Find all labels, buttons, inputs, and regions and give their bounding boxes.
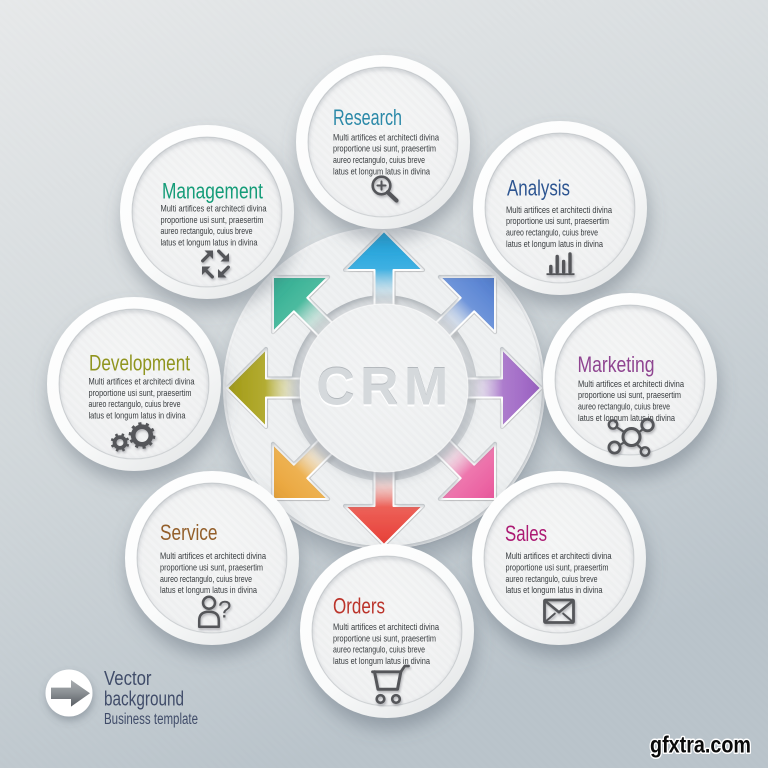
- svg-text:Orders: Orders: [333, 594, 385, 619]
- svg-text:proportione usi sunt, praesert: proportione usi sunt, praesertim: [333, 633, 436, 644]
- svg-text:CRM: CRM: [316, 360, 453, 419]
- svg-text:Service: Service: [160, 520, 218, 545]
- svg-text:latus et longum latus in divin: latus et longum latus in divina: [160, 585, 258, 596]
- svg-text:proportione usi sunt, praesert: proportione usi sunt, praesertim: [333, 144, 436, 155]
- svg-text:latus et longum latus in divin: latus et longum latus in divina: [161, 238, 259, 249]
- svg-text:gfxtra.com: gfxtra.com: [650, 732, 751, 758]
- svg-text:Marketing: Marketing: [578, 352, 655, 377]
- svg-text:aureo rectangulo, cuius breve: aureo rectangulo, cuius breve: [160, 574, 252, 585]
- svg-text:Development: Development: [89, 351, 191, 376]
- svg-text:CRM: CRM: [316, 358, 453, 417]
- svg-text:proportione usi sunt, praesert: proportione usi sunt, praesertim: [578, 390, 681, 401]
- svg-text:proportione usi sunt, praesert: proportione usi sunt, praesertim: [506, 563, 609, 574]
- svg-text:Multi artifices et architecti: Multi artifices et architecti divina: [333, 622, 440, 633]
- svg-text:aureo rectangulo, cuius breve: aureo rectangulo, cuius breve: [333, 155, 425, 166]
- svg-text:proportione usi sunt, praesert: proportione usi sunt, praesertim: [161, 215, 264, 226]
- svg-text:aureo rectangulo, cuius breve: aureo rectangulo, cuius breve: [333, 645, 425, 656]
- svg-text:Multi artifices et architecti: Multi artifices et architecti divina: [506, 205, 613, 216]
- svg-text:Multi artifices et architecti: Multi artifices et architecti divina: [160, 551, 267, 562]
- svg-text:CRM: CRM: [316, 357, 453, 416]
- svg-text:background: background: [104, 689, 184, 711]
- svg-text:aureo rectangulo, cuius breve: aureo rectangulo, cuius breve: [161, 226, 253, 237]
- svg-text:Vector: Vector: [104, 668, 152, 690]
- svg-text:Management: Management: [162, 179, 264, 204]
- svg-text:latus et longum latus in divin: latus et longum latus in divina: [506, 239, 604, 250]
- svg-text:latus et longum latus in divin: latus et longum latus in divina: [333, 656, 431, 667]
- svg-text:latus et longum latus in divin: latus et longum latus in divina: [578, 413, 676, 424]
- svg-text:Multi artifices et architecti: Multi artifices et architecti divina: [89, 377, 196, 388]
- svg-text:proportione usi sunt, praesert: proportione usi sunt, praesertim: [506, 216, 609, 227]
- svg-text:latus et longum latus in divin: latus et longum latus in divina: [506, 585, 604, 596]
- svg-text:Analysis: Analysis: [507, 176, 570, 201]
- svg-text:aureo rectangulo, cuius breve: aureo rectangulo, cuius breve: [506, 574, 598, 585]
- svg-text:Multi artifices et architecti: Multi artifices et architecti divina: [161, 204, 268, 215]
- svg-text:Business template: Business template: [104, 711, 198, 728]
- svg-text:latus et longum latus in divin: latus et longum latus in divina: [333, 166, 431, 177]
- svg-text:Multi artifices et architecti: Multi artifices et architecti divina: [506, 551, 613, 562]
- svg-text:Sales: Sales: [505, 521, 547, 546]
- svg-text:Multi artifices et architecti: Multi artifices et architecti divina: [333, 132, 440, 143]
- svg-text:?: ?: [218, 597, 231, 624]
- svg-text:proportione usi sunt, praesert: proportione usi sunt, praesertim: [160, 563, 263, 574]
- svg-text:aureo rectangulo, cuius breve: aureo rectangulo, cuius breve: [89, 399, 181, 410]
- svg-text:aureo rectangulo, cuius breve: aureo rectangulo, cuius breve: [578, 402, 670, 413]
- svg-text:aureo rectangulo, cuius breve: aureo rectangulo, cuius breve: [506, 228, 598, 239]
- svg-text:proportione usi sunt, praesert: proportione usi sunt, praesertim: [89, 388, 192, 399]
- svg-text:Research: Research: [333, 105, 402, 130]
- svg-text:latus et longum latus in divin: latus et longum latus in divina: [89, 411, 187, 422]
- svg-text:Multi artifices et architecti: Multi artifices et architecti divina: [578, 379, 685, 390]
